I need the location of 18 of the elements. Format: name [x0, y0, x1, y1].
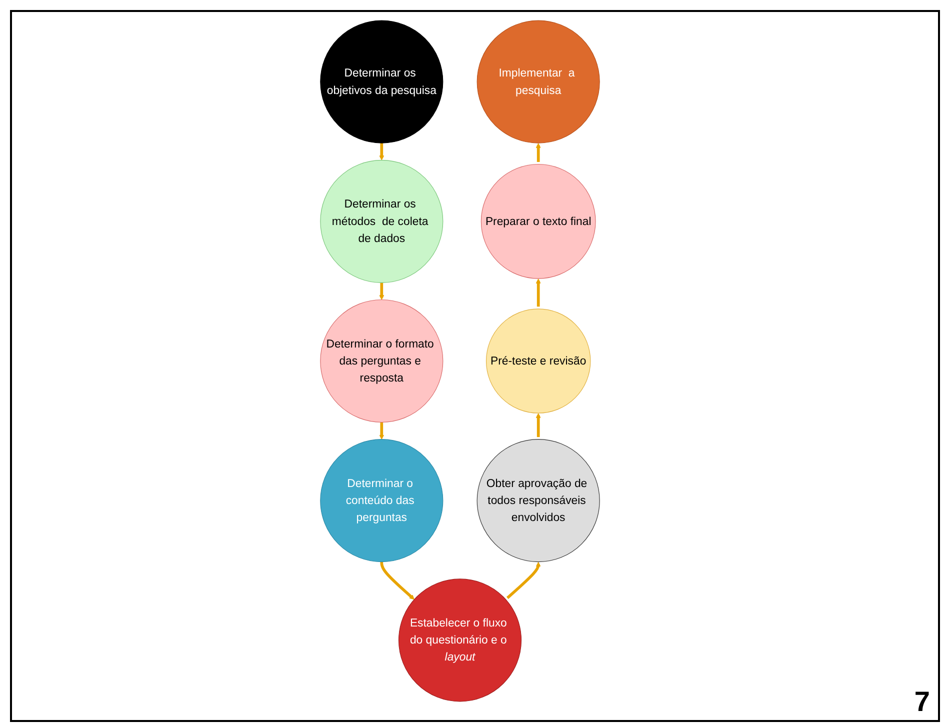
node-circle: Implementar a pesquisa [476, 20, 600, 144]
arrow [379, 282, 384, 300]
arrow [379, 143, 384, 160]
node-circle: Determinar o formato das perguntas e resposta [320, 299, 444, 423]
arrow [380, 562, 414, 600]
node-circle: Determinar os métodos de coleta de dados [320, 160, 444, 283]
node-circle: Estabelecer o fluxo do questionário e o layout [398, 578, 522, 702]
page-number: 7 [914, 686, 930, 718]
arrow [506, 562, 541, 599]
arrow [379, 422, 384, 440]
node-circle: Determinar os objetivos da pesquisa [320, 20, 444, 144]
node-circle: Determinar o conteúdo das perguntas [320, 439, 444, 562]
arrow [536, 278, 541, 307]
node-circle: Preparar o texto final [480, 164, 596, 279]
arrow [536, 413, 541, 438]
node-circle: Pré-teste e revisão [486, 308, 591, 414]
arrow [536, 143, 541, 162]
node-circle: Obter aprovação de todos responsáveis envolvidos [476, 439, 600, 562]
